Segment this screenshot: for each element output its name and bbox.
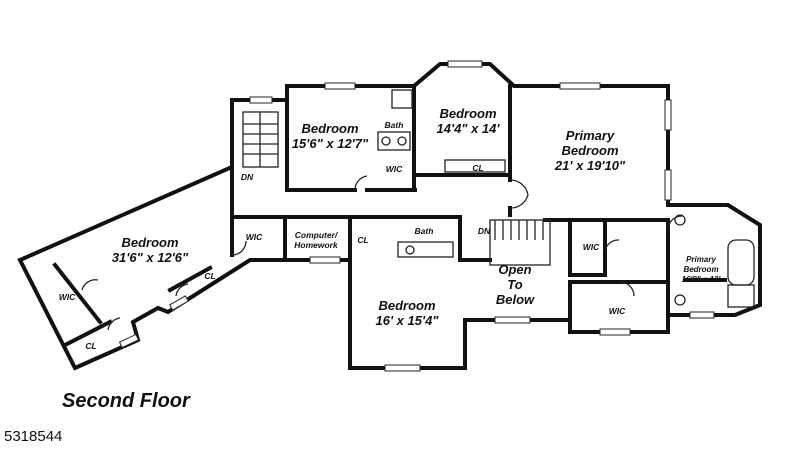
bedroom-top-left-name: Bedroom — [301, 121, 359, 136]
windows — [118, 60, 715, 372]
wic-label-2: WIC — [246, 232, 263, 242]
wic-label: WIC — [386, 164, 403, 174]
primary-bedroom-small-name: Primary — [686, 255, 716, 264]
primary-bedroom-small-size: 16'8" x 13' — [682, 275, 722, 284]
dn-label-2: DN — [478, 226, 491, 236]
bedroom-top-left-size: 15'6" x 12'7" — [292, 136, 369, 151]
dn-label: DN — [241, 172, 254, 182]
open-to-below-line1: Open — [498, 262, 531, 277]
stairs — [242, 111, 551, 266]
bedroom-top-center-name: Bedroom — [439, 106, 497, 121]
cl-label: CL — [472, 163, 483, 173]
cl-label-2: CL — [357, 235, 368, 245]
bedroom-bottom-size: 16' x 15'4" — [376, 313, 440, 328]
cl-label-3: CL — [204, 271, 215, 281]
open-to-below-line2: To — [507, 277, 522, 292]
bedroom-large-size: 31'6" x 12'6" — [112, 250, 189, 265]
computer-line2: Homework — [294, 240, 339, 250]
bedroom-top-center-size: 14'4" x 14' — [437, 121, 501, 136]
wic-label-3: WIC — [59, 292, 76, 302]
wic-label-5: WIC — [609, 306, 626, 316]
bath-label-2: Bath — [415, 226, 434, 236]
primary-bedroom-name2: Bedroom — [561, 143, 619, 158]
bedroom-large-name: Bedroom — [121, 235, 179, 250]
exterior-walls — [17, 62, 762, 371]
room-labels: Bedroom 31'6" x 12'6" Bedroom 15'6" x 12… — [112, 106, 722, 328]
small-labels: Bath Bath WIC WIC WIC WIC WIC CL CL CL C… — [59, 120, 626, 351]
listing-number: 5318544 — [4, 428, 63, 445]
bath-label: Bath — [385, 120, 404, 130]
cl-label-4: CL — [85, 341, 96, 351]
fixtures — [377, 89, 755, 308]
primary-bedroom-size: 21' x 19'10" — [554, 158, 626, 173]
computer-line1: Computer/ — [295, 230, 339, 240]
bedroom-bottom-name: Bedroom — [378, 298, 436, 313]
floor-title: Second Floor — [62, 390, 190, 412]
wic-label-4: WIC — [583, 242, 600, 252]
open-to-below-line3: Below — [496, 292, 535, 307]
primary-bedroom-small-name2: Bedroom — [683, 265, 718, 274]
primary-bedroom-name: Primary — [566, 128, 615, 143]
door-swings — [81, 175, 683, 331]
